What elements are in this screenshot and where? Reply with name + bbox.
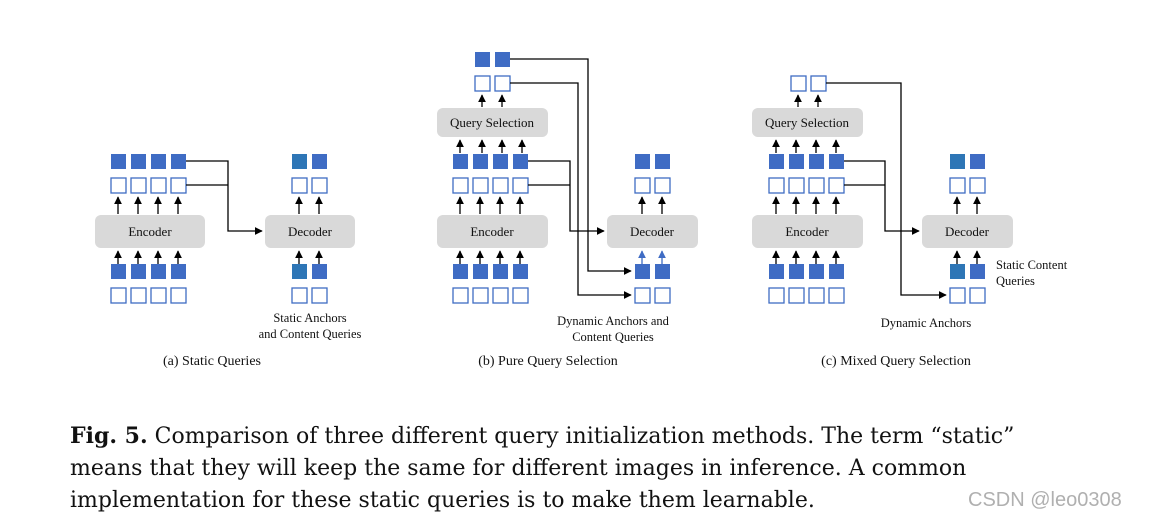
query-selection-box — [437, 108, 548, 137]
decoder-box — [265, 215, 355, 248]
query-input-label-line1: Dynamic Anchors and — [557, 314, 670, 328]
query-selection-label: Query Selection — [765, 115, 850, 130]
static-label-line2: Queries — [996, 274, 1035, 288]
selected-anchors — [790, 75, 827, 92]
decoder-box — [922, 215, 1013, 248]
query-input-label-line1: Static Anchors — [273, 311, 346, 325]
memory-arrow — [186, 160, 263, 235]
encoder-output-arrows — [114, 196, 182, 214]
static-label-line1: Static Content — [996, 258, 1068, 272]
decoder-arrows — [953, 196, 981, 264]
encoder-input-positions — [110, 287, 187, 304]
panel-b: Query Selection Encoder Decoder — [437, 52, 698, 369]
memory-arrow — [844, 160, 920, 235]
query-input-label-line2: Content Queries — [572, 330, 654, 344]
query-init-diagram: Encoder Decoder — [95, 52, 1068, 369]
decoder-outputs — [634, 154, 671, 194]
encoder-input-features — [453, 264, 528, 279]
encoder-output-features — [453, 154, 528, 169]
decoder-outputs — [291, 154, 328, 194]
selected-content-route — [510, 58, 632, 275]
figure-caption-text: Comparison of three different query init… — [70, 424, 1015, 513]
figure-number: Fig. 5. — [70, 423, 148, 449]
encoder-input-features — [111, 264, 186, 279]
encoder-box — [437, 215, 548, 248]
encoder-arrows — [772, 196, 840, 264]
decoder-input-queries — [634, 264, 671, 304]
selection-output-arrows — [456, 94, 526, 153]
encoder-input-arrows — [114, 250, 182, 264]
encoder-output-positions — [110, 177, 187, 194]
encoder-label: Encoder — [128, 224, 172, 239]
decoder-label: Decoder — [945, 224, 990, 239]
encoder-input-positions — [768, 287, 845, 304]
query-selection-label: Query Selection — [450, 115, 535, 130]
decoder-label: Decoder — [288, 224, 333, 239]
memory-arrow — [528, 160, 605, 235]
decoder-input-arrows — [295, 196, 323, 264]
decoder-input-queries — [949, 264, 986, 304]
watermark: CSDN @leo0308 — [968, 489, 1122, 511]
encoder-output-positions — [452, 177, 529, 194]
encoder-input-features — [769, 264, 844, 279]
encoder-box — [752, 215, 863, 248]
encoder-box — [95, 215, 205, 248]
dynamic-anchor-route — [826, 82, 947, 299]
panel-c: Query Selection Encoder Decoder — [752, 75, 1068, 369]
selected-queries — [474, 52, 511, 92]
encoder-output-features — [769, 154, 844, 169]
decoder-input-arrows — [638, 250, 666, 264]
encoder-label: Encoder — [785, 224, 829, 239]
decoder-label: Decoder — [630, 224, 675, 239]
query-input-label-line2: and Content Queries — [259, 327, 362, 341]
encoder-output-positions — [768, 177, 845, 194]
encoder-input-positions — [452, 287, 529, 304]
selection-arrows — [772, 94, 840, 153]
panel-a: Encoder Decoder — [95, 154, 362, 369]
dynamic-anchors-label: Dynamic Anchors — [881, 316, 972, 330]
encoder-output-features — [111, 154, 186, 169]
figure-caption: Fig. 5. Comparison of three different qu… — [70, 420, 1090, 517]
encoder-label: Encoder — [470, 224, 514, 239]
decoder-input-queries — [291, 264, 328, 304]
query-selection-box — [752, 108, 863, 137]
decoder-outputs — [949, 154, 986, 194]
decoder-output-arrows — [638, 196, 666, 214]
selected-anchor-route — [510, 82, 632, 299]
encoder-arrows — [456, 196, 524, 264]
panel-caption: (c) Mixed Query Selection — [821, 354, 971, 369]
panel-caption: (a) Static Queries — [163, 354, 261, 369]
decoder-box — [607, 215, 698, 248]
panel-caption: (b) Pure Query Selection — [478, 354, 618, 369]
